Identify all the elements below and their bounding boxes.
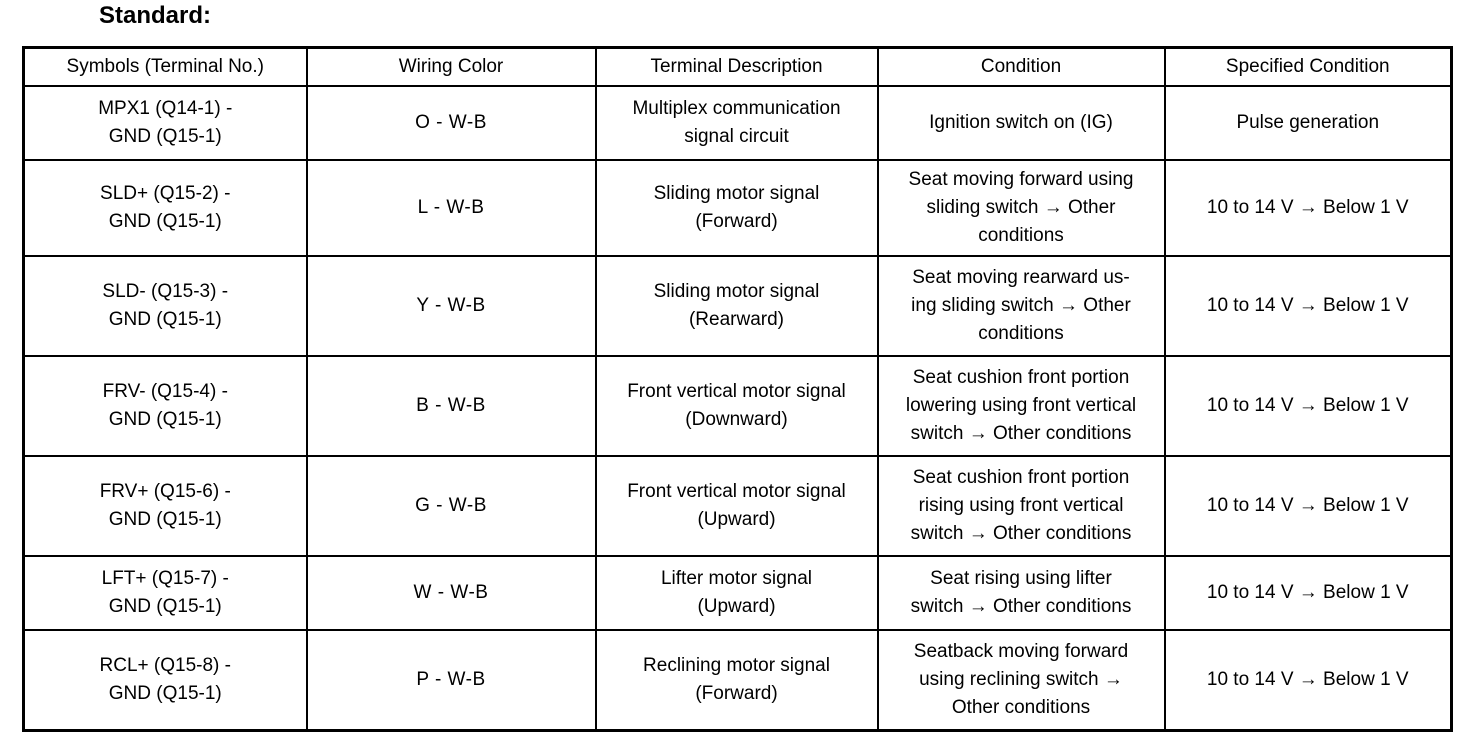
column-header-condition: Condition xyxy=(876,46,1166,87)
column-header-symbols: Symbols (Terminal No.) xyxy=(22,46,308,87)
cell-condition: Seatback moving forward using reclining … xyxy=(876,629,1166,731)
standard-specification-table: Symbols (Terminal No.) Wiring Color Term… xyxy=(22,46,1453,732)
cell-wiring-color: B - W-B xyxy=(305,355,597,457)
table-row: RCL+ (Q15-8) - GND (Q15-1) P - W-B Recli… xyxy=(22,629,1453,731)
cell-specified-condition: 10 to 14 V → Below 1 V xyxy=(1163,555,1453,631)
table-row: LFT+ (Q15-7) - GND (Q15-1) W - W-B Lifte… xyxy=(22,555,1453,631)
cell-specified-condition: 10 to 14 V → Below 1 V xyxy=(1163,455,1453,557)
cell-condition: Seat rising using lifter switch → Other … xyxy=(876,555,1166,631)
column-header-terminal-description: Terminal Description xyxy=(594,46,879,87)
cell-condition: Seat moving rearward us- ing sliding swi… xyxy=(876,255,1166,357)
cell-terminal-description: Sliding motor signal (Forward) xyxy=(594,159,879,257)
cell-condition: Seat cushion front portion rising using … xyxy=(876,455,1166,557)
cell-terminal-description: Front vertical motor signal (Upward) xyxy=(594,455,879,557)
table-header-row: Symbols (Terminal No.) Wiring Color Term… xyxy=(22,46,1453,87)
cell-symbols: RCL+ (Q15-8) - GND (Q15-1) xyxy=(22,629,308,731)
cell-terminal-description: Lifter motor signal (Upward) xyxy=(594,555,879,631)
cell-wiring-color: Y - W-B xyxy=(305,255,597,357)
cell-condition: Ignition switch on (IG) xyxy=(876,85,1166,161)
cell-wiring-color: P - W-B xyxy=(305,629,597,731)
column-header-specified-condition: Specified Condition xyxy=(1163,46,1453,87)
cell-specified-condition: 10 to 14 V → Below 1 V xyxy=(1163,255,1453,357)
cell-symbols: SLD- (Q15-3) - GND (Q15-1) xyxy=(22,255,308,357)
page-title: Standard: xyxy=(99,2,212,29)
cell-wiring-color: O - W-B xyxy=(305,85,597,161)
table-row: SLD- (Q15-3) - GND (Q15-1) Y - W-B Slidi… xyxy=(22,255,1453,357)
table-row: MPX1 (Q14-1) - GND (Q15-1) O - W-B Multi… xyxy=(22,85,1453,161)
table-row: SLD+ (Q15-2) - GND (Q15-1) L - W-B Slidi… xyxy=(22,159,1453,257)
cell-terminal-description: Multiplex communication signal circuit xyxy=(594,85,879,161)
cell-wiring-color: W - W-B xyxy=(305,555,597,631)
cell-condition: Seat cushion front portion lowering usin… xyxy=(876,355,1166,457)
cell-specified-condition: 10 to 14 V → Below 1 V xyxy=(1163,159,1453,257)
cell-condition: Seat moving forward using sliding switch… xyxy=(876,159,1166,257)
cell-terminal-description: Front vertical motor signal (Downward) xyxy=(594,355,879,457)
cell-wiring-color: L - W-B xyxy=(305,159,597,257)
table-row: FRV+ (Q15-6) - GND (Q15-1) G - W-B Front… xyxy=(22,455,1453,557)
column-header-wiring-color: Wiring Color xyxy=(305,46,597,87)
cell-symbols: FRV+ (Q15-6) - GND (Q15-1) xyxy=(22,455,308,557)
cell-symbols: LFT+ (Q15-7) - GND (Q15-1) xyxy=(22,555,308,631)
standard-table-container: Symbols (Terminal No.) Wiring Color Term… xyxy=(22,46,1453,732)
cell-terminal-description: Reclining motor signal (Forward) xyxy=(594,629,879,731)
cell-specified-condition: Pulse generation xyxy=(1163,85,1453,161)
cell-specified-condition: 10 to 14 V → Below 1 V xyxy=(1163,629,1453,731)
cell-wiring-color: G - W-B xyxy=(305,455,597,557)
cell-symbols: SLD+ (Q15-2) - GND (Q15-1) xyxy=(22,159,308,257)
cell-symbols: FRV- (Q15-4) - GND (Q15-1) xyxy=(22,355,308,457)
cell-terminal-description: Sliding motor signal (Rearward) xyxy=(594,255,879,357)
table-row: FRV- (Q15-4) - GND (Q15-1) B - W-B Front… xyxy=(22,355,1453,457)
cell-symbols: MPX1 (Q14-1) - GND (Q15-1) xyxy=(22,85,308,161)
cell-specified-condition: 10 to 14 V → Below 1 V xyxy=(1163,355,1453,457)
